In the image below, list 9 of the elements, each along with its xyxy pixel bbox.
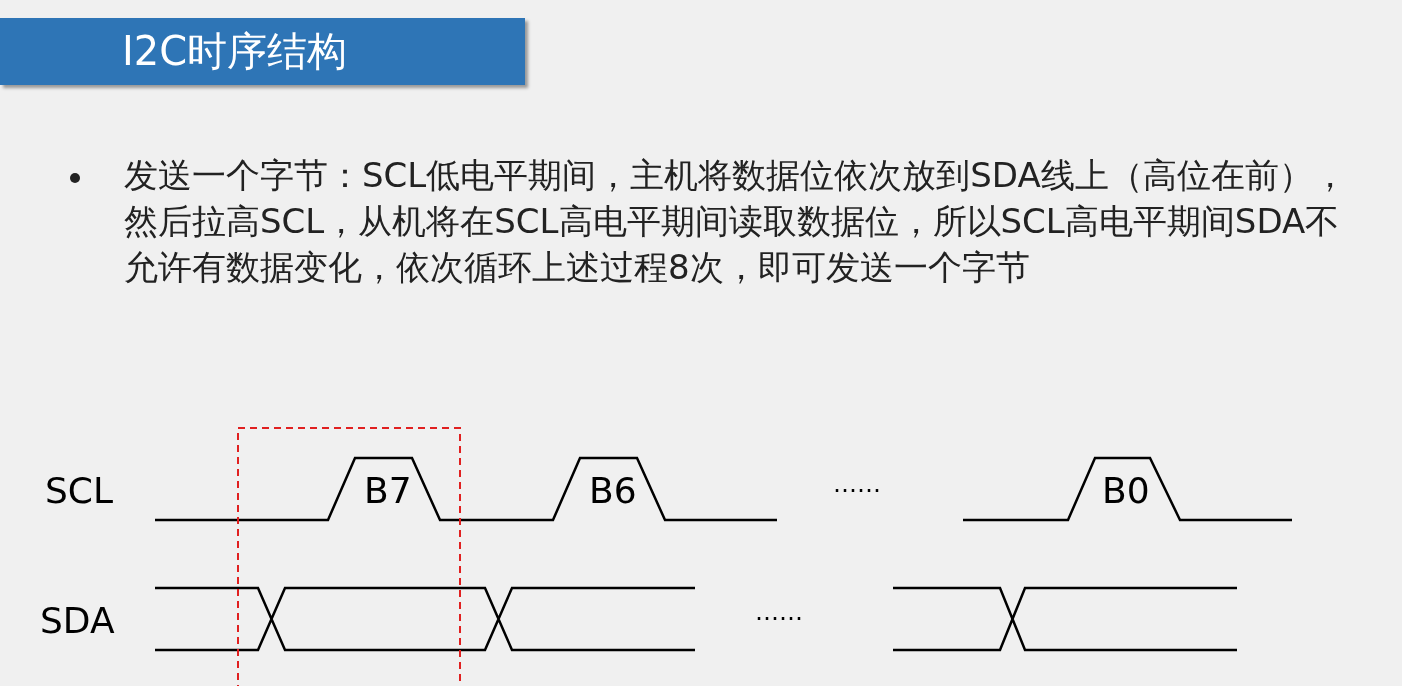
paragraph-text: 发送一个字节：SCL低电平期间，主机将数据位依次放到SDA线上（高位在前），然后拉高SCL，从机将在SCL高电平期间读取数据位，所以SCL高电平期间SDA不允许有数据变化，依次循环上述过程8次，即可发送一个字节 — [124, 154, 1348, 289]
title-banner: I2C时序结构 — [0, 18, 525, 85]
bit-label: B6 — [589, 470, 637, 511]
ellipsis-text: …… — [833, 470, 881, 498]
ellipsis-text: …… — [755, 598, 803, 626]
bit-label: B0 — [1102, 470, 1150, 511]
signal-label: SCL — [45, 470, 114, 511]
bit-label: B7 — [364, 470, 412, 511]
signal-label: SDA — [40, 600, 115, 641]
